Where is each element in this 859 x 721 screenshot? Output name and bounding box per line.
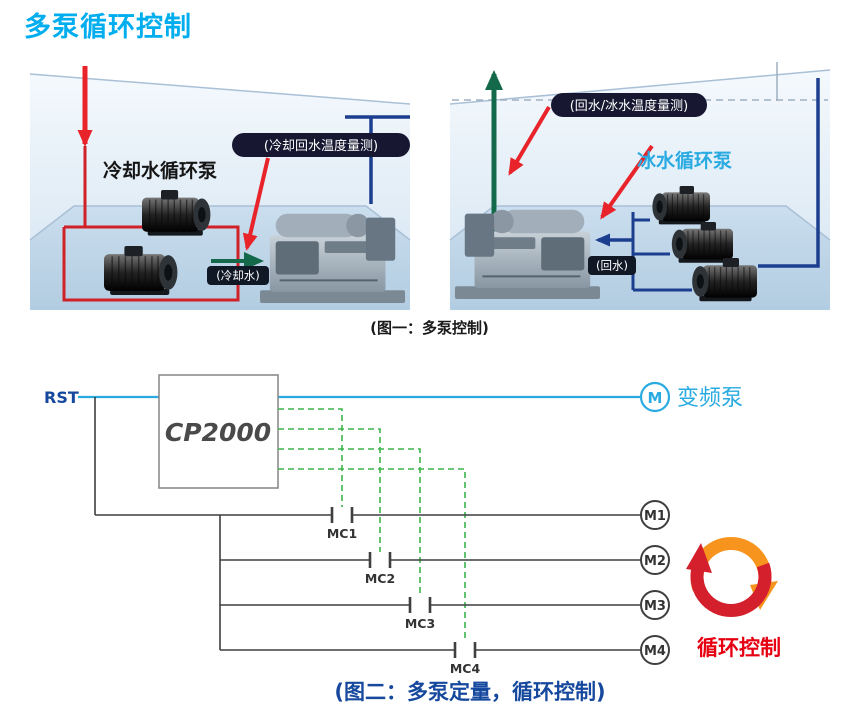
figure1-caption: (图一：多泵控制) bbox=[370, 319, 489, 337]
ice-pump-label: 冰水循环泵 bbox=[637, 149, 732, 172]
return-sensor-label: (回水/冰水温度量测) bbox=[570, 98, 689, 114]
cooling-water-tag: (冷却水) bbox=[207, 266, 269, 285]
chiller-unit bbox=[259, 212, 407, 304]
sensor-arrow bbox=[600, 144, 654, 220]
vfd-pump-label: 变频泵 bbox=[677, 386, 743, 411]
control-wires-dashed bbox=[278, 408, 466, 642]
contactor-label: MC2 bbox=[365, 571, 395, 586]
return-sensor-tag: (回水/冰水温度量测) bbox=[551, 93, 707, 117]
motor-branch: MC3 M3 bbox=[220, 590, 670, 631]
sensor-arrow bbox=[508, 105, 551, 176]
cooling-pump-label: 冷却水循环泵 bbox=[103, 159, 217, 182]
motor-circle bbox=[640, 590, 670, 620]
contactor-label: MC3 bbox=[405, 616, 435, 631]
cp2000-label: CP2000 bbox=[165, 418, 271, 447]
return-water-tag: (回水) bbox=[588, 256, 636, 275]
cooling-room-illustration: (冷却水) (冷却回水温度量测) 冷却水循环泵 bbox=[29, 66, 411, 310]
page-title: 多泵循环控制 bbox=[24, 12, 192, 43]
vfd-motor-symbol: M bbox=[648, 389, 663, 407]
motor-symbol: M2 bbox=[644, 554, 666, 569]
ice-room-illustration: (回水) (回水/冰水温度量测) 冰水循环泵 bbox=[449, 62, 831, 310]
cycle-arrows-icon bbox=[686, 537, 778, 617]
motor-circle bbox=[640, 635, 670, 665]
cp2000-box bbox=[158, 374, 279, 489]
circuit-diagram: RST CP2000 M 变频泵 MC1 M1 bbox=[44, 374, 781, 676]
contactor-label: MC1 bbox=[327, 526, 357, 541]
vfd-motor-circle bbox=[639, 381, 671, 413]
cooling-water-label: (冷却水) bbox=[216, 269, 259, 283]
motor-circle bbox=[640, 500, 670, 530]
cooling-sensor-tag: (冷却回水温度量测) bbox=[232, 133, 410, 157]
motor-symbol: M3 bbox=[644, 599, 666, 614]
figure2-caption: (图二：多泵定量，循环控制) bbox=[334, 680, 606, 704]
cycle-label: 循环控制 bbox=[697, 636, 781, 660]
motor-branch: MC1 M1 bbox=[95, 500, 670, 541]
motor-circle bbox=[640, 545, 670, 575]
return-water-label: (回水) bbox=[596, 259, 628, 273]
motor-branch: MC2 M2 bbox=[220, 545, 670, 586]
motor-symbol: M4 bbox=[644, 644, 666, 659]
cooling-sensor-label: (冷却回水温度量测) bbox=[264, 138, 378, 154]
motor-branch: MC4 M4 bbox=[220, 635, 670, 676]
contactor-label: MC4 bbox=[450, 661, 481, 676]
bus-lines bbox=[94, 397, 221, 650]
rst-label: RST bbox=[44, 388, 79, 407]
sensor-arrow bbox=[242, 157, 270, 251]
ice-pipe-trunk bbox=[631, 212, 692, 292]
ice-pipe-right bbox=[758, 78, 820, 268]
motor-symbol: M1 bbox=[644, 509, 666, 524]
riser-pipe bbox=[345, 115, 410, 204]
chiller-unit bbox=[453, 208, 601, 300]
